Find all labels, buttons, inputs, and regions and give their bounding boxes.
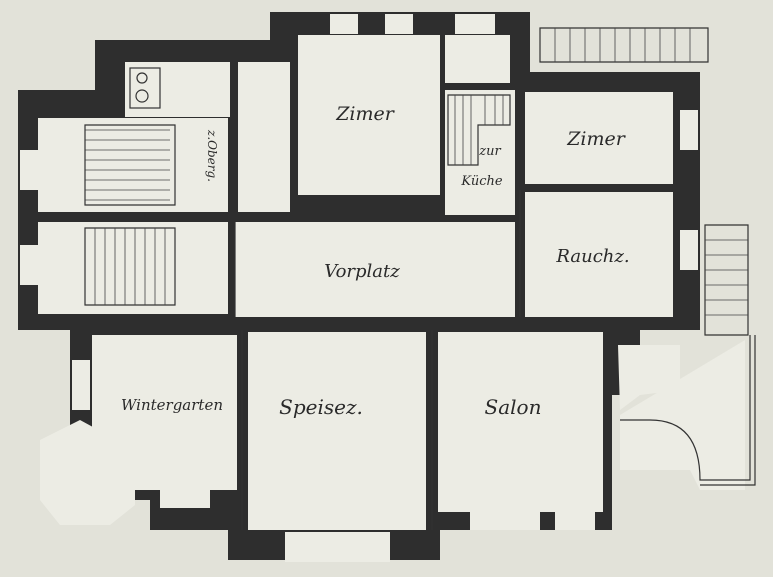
label-wintergarten: Wintergarten bbox=[121, 396, 223, 414]
label-zimmer-right: Zimer bbox=[566, 128, 627, 150]
stairs-kitchen bbox=[447, 94, 511, 166]
label-rauchz: Rauchz. bbox=[555, 246, 629, 267]
label-salon: Salon bbox=[485, 395, 542, 419]
label-zimmer-left: Zimer bbox=[335, 103, 396, 125]
label-speisez: Speisez. bbox=[279, 395, 363, 419]
stairs-upper bbox=[84, 124, 176, 206]
partitions bbox=[234, 190, 521, 530]
label-zur: zur bbox=[478, 144, 501, 159]
label-upper-stairs: z.Oberg. bbox=[205, 129, 219, 182]
stairs-lower bbox=[84, 227, 176, 306]
stove-icon bbox=[129, 67, 161, 109]
label-kuche: Küche bbox=[460, 174, 502, 189]
windows bbox=[20, 14, 698, 530]
terrace-railings bbox=[539, 27, 756, 486]
label-vorplatz: Vorplatz bbox=[324, 261, 400, 282]
floors bbox=[38, 35, 745, 562]
